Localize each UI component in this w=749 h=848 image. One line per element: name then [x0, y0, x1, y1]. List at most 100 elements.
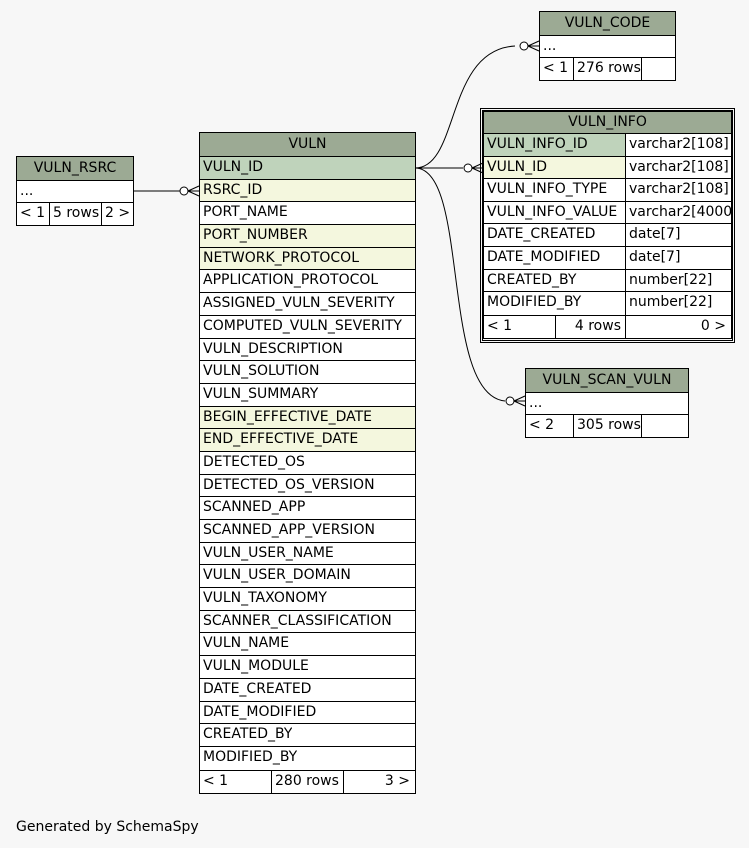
- column-type: varchar2[108]: [629, 181, 729, 198]
- row-count: 4 rows: [556, 315, 626, 338]
- column-type: varchar2[108]: [629, 158, 729, 175]
- column-name: APPLICATION_PROTOCOL: [203, 272, 379, 289]
- column-name: VULN_USER_DOMAIN: [203, 567, 351, 584]
- column-row[interactable]: VULN_NAME: [200, 633, 415, 657]
- column-row[interactable]: BEGIN_EFFECTIVE_DATE: [200, 406, 415, 430]
- column-name: VULN_TAXONOMY: [203, 590, 327, 607]
- column-row[interactable]: DATE_MODIFIED: [200, 702, 415, 725]
- column-name: VULN_USER_NAME: [203, 544, 334, 561]
- row-count: 305 rows: [574, 415, 642, 437]
- prev-link[interactable]: < 1: [17, 203, 50, 225]
- table-title[interactable]: VULN_RSRC: [17, 157, 133, 181]
- column-name: MODIFIED_BY: [484, 292, 626, 315]
- table-title[interactable]: VULN_INFO: [484, 112, 731, 134]
- row-count: 276 rows: [574, 58, 642, 80]
- column-row[interactable]: SCANNER_CLASSIFICATION: [200, 611, 415, 634]
- column-name: DETECTED_OS: [203, 453, 305, 470]
- column-name: CREATED_BY: [484, 269, 626, 292]
- column-row[interactable]: NETWORK_PROTOCOL: [200, 247, 415, 271]
- column-name: DATE_CREATED: [203, 680, 312, 697]
- next-link[interactable]: 2 >: [105, 205, 131, 221]
- column-name: VULN_NAME: [203, 635, 290, 652]
- column-row[interactable]: DETECTED_OS_VERSION: [200, 475, 415, 498]
- column-type: varchar2[4000]: [629, 203, 731, 220]
- column-row[interactable]: SCANNED_APP: [200, 497, 415, 520]
- column-name: PORT_NUMBER: [203, 227, 308, 244]
- column-row[interactable]: MODIFIED_BY: [200, 747, 415, 770]
- prev-link[interactable]: < 2: [526, 415, 574, 437]
- next-link[interactable]: [642, 58, 675, 80]
- column-row[interactable]: VULN_USER_NAME: [200, 543, 415, 566]
- column-name: VULN_INFO_TYPE: [484, 179, 626, 201]
- table-vuln[interactable]: VULN VULN_ID RSRC_ID PORT_NAME PORT_NUMBER N…: [199, 132, 416, 794]
- column-name: VULN_ID: [484, 156, 626, 179]
- column-name: SCANNED_APP: [203, 499, 306, 516]
- column-row[interactable]: SCANNED_APP_VERSION: [200, 520, 415, 543]
- placeholder: ...: [543, 38, 557, 54]
- column-name: VULN_SUMMARY: [203, 385, 319, 402]
- column-name: DATE_CREATED: [484, 224, 626, 246]
- column-name: COMPUTED_VULN_SEVERITY: [203, 317, 402, 334]
- column-name: CREATED_BY: [203, 726, 293, 743]
- column-row[interactable]: PORT_NAME: [200, 202, 415, 226]
- table-title[interactable]: VULN_CODE: [540, 12, 675, 36]
- column-type: date[7]: [629, 248, 681, 265]
- placeholder: ...: [529, 395, 543, 411]
- column-type: date[7]: [629, 226, 681, 243]
- column-row[interactable]: END_EFFECTIVE_DATE: [200, 429, 415, 452]
- column-row[interactable]: VULN_SOLUTION: [200, 361, 415, 384]
- column-name: ASSIGNED_VULN_SEVERITY: [203, 295, 395, 312]
- column-row[interactable]: VULN_DESCRIPTION: [200, 339, 415, 362]
- column-name: PORT_NAME: [203, 204, 288, 221]
- prev-link[interactable]: < 1: [540, 58, 574, 80]
- prev-link[interactable]: < 1: [484, 315, 556, 338]
- row-count: 5 rows: [50, 203, 102, 225]
- table-title[interactable]: VULN: [200, 133, 415, 157]
- table-title[interactable]: VULN_SCAN_VULN: [526, 369, 688, 393]
- column-row[interactable]: VULN_SUMMARY: [200, 384, 415, 407]
- rel-vuln-scan: [414, 167, 506, 402]
- column-name: BEGIN_EFFECTIVE_DATE: [203, 408, 372, 425]
- column-name: RSRC_ID: [203, 181, 263, 198]
- column-row[interactable]: VULN_ID: [200, 157, 415, 180]
- column-row[interactable]: APPLICATION_PROTOCOL: [200, 270, 415, 294]
- generated-by-label: Generated by SchemaSpy: [16, 819, 199, 835]
- column-name: VULN_ID: [203, 159, 264, 175]
- column-row[interactable]: VULN_TAXONOMY: [200, 588, 415, 611]
- column-row[interactable]: DETECTED_OS: [200, 452, 415, 475]
- column-name: DETECTED_OS_VERSION: [203, 476, 375, 493]
- next-link[interactable]: 0 >: [700, 317, 726, 334]
- column-row[interactable]: VULN_MODULE: [200, 656, 415, 679]
- column-row[interactable]: PORT_NUMBER: [200, 225, 415, 248]
- next-link[interactable]: [642, 415, 688, 437]
- column-row[interactable]: DATE_CREATED: [200, 679, 415, 702]
- column-name: NETWORK_PROTOCOL: [203, 249, 359, 266]
- column-name: VULN_MODULE: [203, 658, 309, 675]
- column-name: DATE_MODIFIED: [203, 703, 317, 720]
- prev-link[interactable]: < 1: [200, 770, 272, 793]
- column-row[interactable]: VULN_USER_DOMAIN: [200, 565, 415, 589]
- column-row[interactable]: CREATED_BY: [200, 724, 415, 747]
- column-row[interactable]: COMPUTED_VULN_SEVERITY: [200, 316, 415, 339]
- column-name: VULN_INFO_ID: [484, 134, 626, 156]
- column-row[interactable]: ASSIGNED_VULN_SEVERITY: [200, 293, 415, 316]
- column-name: MODIFIED_BY: [203, 748, 298, 765]
- column-row[interactable]: RSRC_ID: [200, 179, 415, 203]
- column-name: VULN_INFO_VALUE: [484, 201, 626, 224]
- placeholder: ...: [20, 183, 34, 199]
- column-type: number[22]: [629, 271, 713, 288]
- next-link[interactable]: 3 >: [384, 772, 410, 789]
